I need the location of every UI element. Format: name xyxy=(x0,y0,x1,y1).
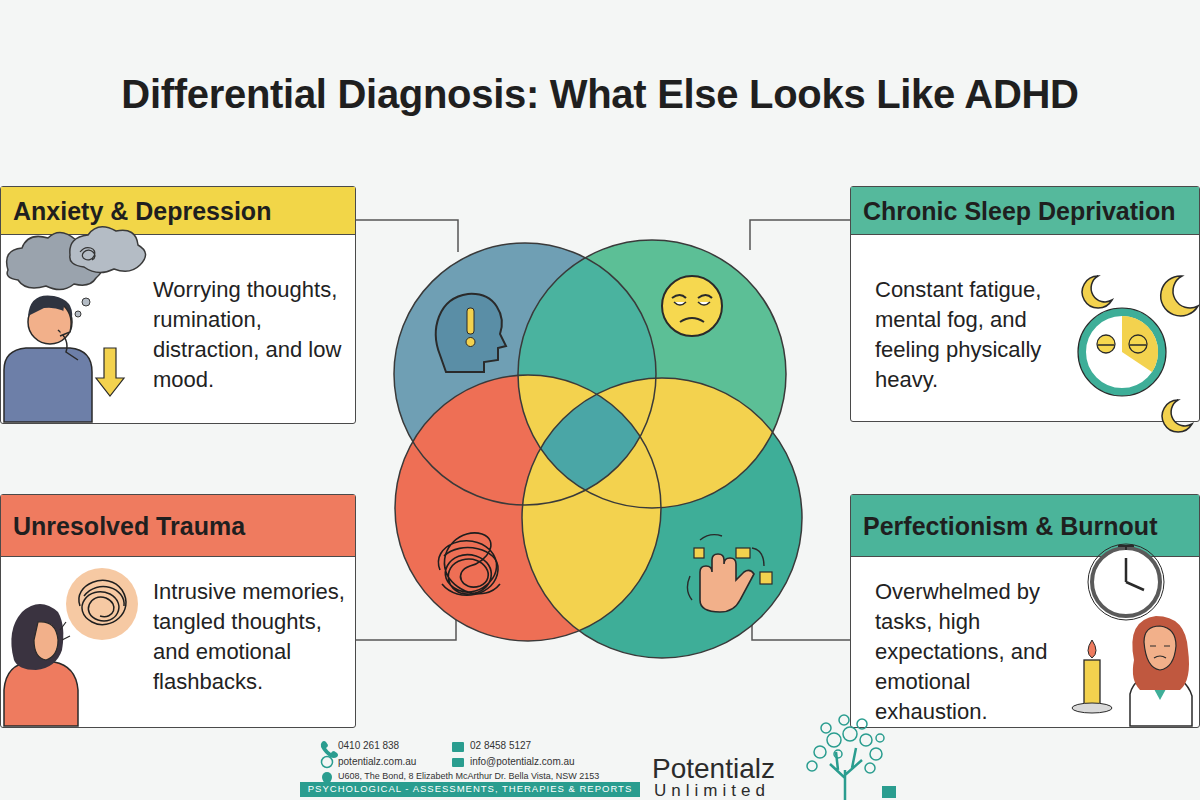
condition-box: Perfectionism & BurnoutOverwhelmed by ta… xyxy=(850,494,1200,728)
condition-box: Chronic Sleep DeprivationConstant fatigu… xyxy=(850,186,1200,422)
footer-band xyxy=(300,782,640,797)
body-text: Overwhelmed by tasks, high expectations,… xyxy=(875,577,1081,727)
body-text: Intrusive memories, tangled thoughts, an… xyxy=(153,577,353,697)
diagram-title: Differential Diagnosis: What Else Looks … xyxy=(0,72,1200,117)
footer-text: 02 8458 5127 xyxy=(470,740,531,752)
heading-text: Chronic Sleep Deprivation xyxy=(863,197,1176,225)
heading-band: Unresolved Trauma xyxy=(1,495,355,557)
heading-band: Chronic Sleep Deprivation xyxy=(851,187,1199,235)
tree-logo xyxy=(300,715,896,800)
logo-text: Unlimited xyxy=(654,781,770,800)
hand-icon xyxy=(687,535,772,612)
body-text: Constant fatigue, mental fog, and feelin… xyxy=(875,275,1075,395)
head-icon xyxy=(436,294,506,372)
heading-text: Anxiety & Depression xyxy=(13,197,271,225)
heading-text: Unresolved Trauma xyxy=(13,512,245,540)
footer-text: U608, The Bond, 8 Elizabeth McArthur Dr.… xyxy=(338,771,599,782)
scribble-icon xyxy=(438,533,500,595)
condition-box: Unresolved TraumaIntrusive memories, tan… xyxy=(0,494,356,728)
condition-box: Anxiety & DepressionWorrying thoughts, r… xyxy=(0,186,356,424)
body-text: Worrying thoughts, rumination, distracti… xyxy=(153,275,353,395)
footer-text: PSYCHOLOGICAL - ASSESSMENTS, THERAPIES &… xyxy=(300,783,640,794)
logo-text: Potentialz xyxy=(652,752,775,786)
heading-text: Perfectionism & Burnout xyxy=(863,512,1157,540)
heading-band: Anxiety & Depression xyxy=(1,187,355,235)
sad-face-icon xyxy=(662,276,722,336)
footer-text: 0410 261 838 xyxy=(338,740,399,752)
heading-band: Perfectionism & Burnout xyxy=(851,495,1199,557)
footer-text: potentialz.com.au xyxy=(338,756,416,768)
footer-text: info@potentialz.com.au xyxy=(470,756,575,768)
